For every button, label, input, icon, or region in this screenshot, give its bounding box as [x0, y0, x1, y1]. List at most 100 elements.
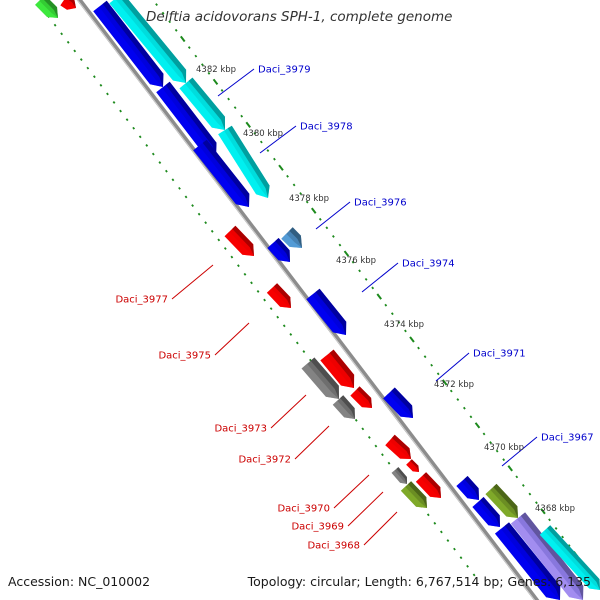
gene-arrow-shadow — [504, 522, 561, 600]
tick-row-outer — [390, 312, 394, 316]
tick-row-outer — [554, 526, 558, 530]
gene-arrow — [406, 459, 419, 472]
genome-summary-text: Topology: circular; Length: 6,767,514 bp… — [247, 574, 591, 589]
tick-row-outer — [404, 329, 407, 333]
tick-row-outer — [311, 207, 317, 214]
tick-row-outer — [540, 508, 546, 515]
tick-row-inner — [387, 461, 391, 465]
tick-row-inner — [171, 178, 175, 182]
gene-arrow — [224, 225, 254, 256]
gene-arrow-highlight — [510, 518, 583, 600]
tick-row-outer — [338, 243, 342, 247]
tick-row-outer — [397, 320, 401, 324]
tick-row-inner — [151, 152, 155, 156]
gene-arrow-body — [539, 525, 600, 590]
scale-label: 4378 kbp — [289, 194, 329, 204]
forward-gene-label: Daci_3978 — [300, 122, 353, 133]
tick-row-outer — [376, 293, 382, 300]
tick-row-inner — [79, 58, 83, 61]
tick-row-outer — [535, 501, 538, 505]
gene-arrow-shadow — [396, 467, 407, 484]
gene-arrow — [156, 81, 217, 156]
tick-row-inner — [119, 109, 122, 113]
tick-row-outer — [384, 303, 388, 307]
gene-arrow-body — [472, 497, 500, 527]
gene-arrow — [456, 476, 479, 500]
tick-row-outer — [561, 535, 565, 539]
forward-gene-label-leader — [217, 68, 255, 97]
forward-gene-label-leader — [361, 262, 399, 293]
gene-arrow-body — [266, 283, 291, 308]
tick-row-inner — [276, 315, 280, 319]
gene-arrow-body — [301, 357, 339, 399]
tick-row-inner — [223, 247, 227, 250]
gene-arrow-body — [179, 77, 225, 130]
tick-row-inner — [92, 75, 96, 79]
gene-arrow — [281, 227, 302, 248]
tick-row-inner — [112, 101, 116, 104]
reverse-gene-label-leader — [270, 394, 307, 429]
gene-arrow-highlight — [456, 481, 479, 500]
tick-row-outer — [227, 97, 230, 101]
gene-arrow — [332, 395, 355, 419]
gene-arrow-shadow — [340, 395, 355, 419]
gene-arrow-highlight — [391, 470, 407, 484]
tick-row-inner — [99, 83, 103, 87]
tick-row-outer — [351, 260, 355, 264]
tick-row-outer — [286, 174, 289, 178]
gene-arrow-shadow — [227, 125, 270, 198]
gene-arrow-highlight — [472, 502, 500, 527]
gene-arrow-highlight — [109, 0, 186, 83]
gene-arrow-highlight — [281, 233, 302, 248]
tick-row-outer — [278, 164, 284, 171]
tick-row-inner — [295, 341, 299, 345]
tick-row-inner — [197, 212, 201, 216]
gene-arrow-highlight — [495, 528, 560, 600]
tick-row-outer — [253, 131, 257, 135]
tick-row-outer — [325, 226, 329, 230]
forward-gene-label-leader — [435, 352, 470, 382]
gene-arrow-highlight — [385, 440, 411, 459]
tick-row-outer — [474, 422, 481, 429]
gene-arrow-shadow — [480, 497, 500, 527]
tick-row-inner — [361, 427, 365, 431]
tick-row-inner — [472, 573, 476, 577]
tick-row-outer — [436, 372, 440, 376]
gene-arrow-shadow — [289, 227, 302, 248]
tick-row-outer — [187, 46, 191, 49]
reverse-gene-label: Daci_3973 — [214, 424, 267, 435]
gene-arrow-shadow — [410, 459, 419, 472]
tick-row-outer — [343, 250, 350, 257]
tick-row-outer — [358, 269, 361, 273]
gene-arrow — [385, 434, 411, 459]
gene-arrow — [510, 512, 584, 600]
forward-gene-label: Daci_3971 — [473, 349, 526, 360]
tick-row-outer — [441, 379, 448, 386]
tick-row-inner — [263, 298, 266, 302]
forward-gene-label: Daci_3967 — [541, 433, 594, 444]
tick-row-inner — [145, 144, 149, 147]
tick-row-inner — [125, 118, 129, 122]
gene-arrow — [179, 77, 225, 130]
gene-arrow-highlight — [306, 294, 346, 335]
tick-row-outer — [449, 389, 453, 393]
scale-label: 4380 kbp — [243, 129, 283, 139]
tick-row-inner — [158, 161, 162, 165]
tick-row-outer — [528, 492, 532, 496]
gene-arrow-shadow — [188, 77, 225, 130]
gene-arrow-highlight — [179, 83, 225, 130]
gene-arrow-shadow — [102, 0, 164, 87]
scale-label: 4376 kbp — [336, 256, 376, 266]
tick-row-inner — [178, 186, 181, 190]
gene-arrow-shadow — [68, 0, 76, 8]
tick-row-outer — [364, 277, 368, 281]
gene-arrow-highlight — [400, 486, 427, 508]
tick-row-outer — [567, 544, 571, 548]
tick-row-outer — [220, 89, 224, 92]
tick-row-outer — [233, 106, 237, 110]
tick-row-inner — [217, 238, 221, 242]
tick-row-outer — [423, 355, 427, 359]
tick-row-outer — [332, 235, 335, 238]
gene-arrow — [218, 125, 270, 198]
